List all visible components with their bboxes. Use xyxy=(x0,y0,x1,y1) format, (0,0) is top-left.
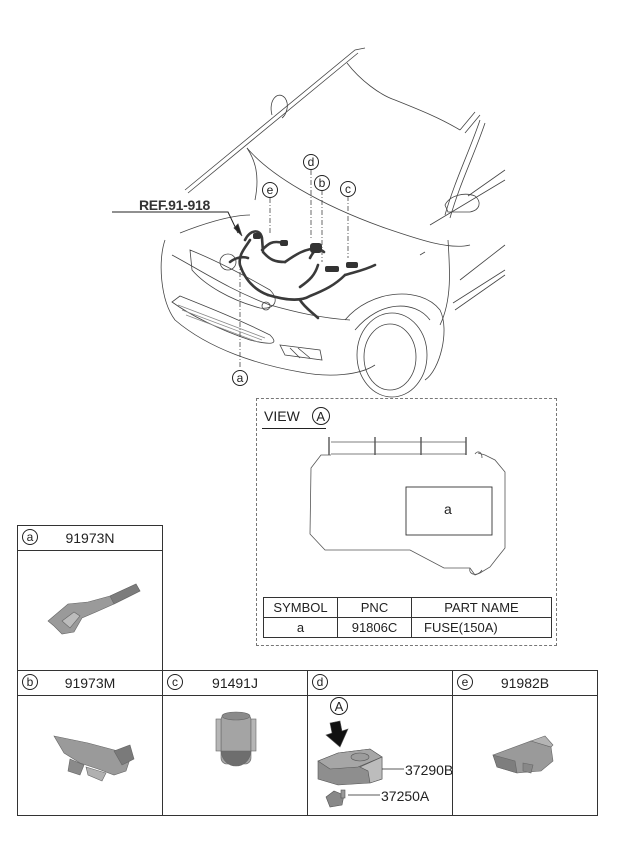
hood-outline xyxy=(246,147,471,247)
header-pnc: PNC xyxy=(337,597,412,618)
callout-c[interactable]: c xyxy=(340,181,356,197)
fog-lamp xyxy=(279,344,323,361)
front-bumper xyxy=(160,239,376,376)
part-image-connector-a xyxy=(47,583,141,635)
part-image-grommet-c xyxy=(215,711,257,767)
view-title-underline xyxy=(262,428,326,429)
part-image-fuse-box-d xyxy=(317,720,404,808)
fuse-location-box xyxy=(405,486,493,536)
table-row[interactable]: a 91806C FUSE(150A) xyxy=(263,617,552,638)
sub-part-number-37290b: 37290B xyxy=(405,762,454,778)
part-header: c 91491J xyxy=(163,671,307,696)
part-cell-d[interactable]: d A 37290B 37250A xyxy=(307,670,453,816)
cell-symbol: a xyxy=(263,617,338,638)
part-header: b 91973M xyxy=(18,671,162,696)
part-number: 91973M xyxy=(64,675,116,691)
header-part-name: PART NAME xyxy=(411,597,552,618)
header-symbol: SYMBOL xyxy=(263,597,338,618)
part-cell-c[interactable]: c 91491J xyxy=(162,670,308,816)
view-symbol-d: A xyxy=(330,697,348,715)
wheel-arch xyxy=(344,293,445,381)
view-symbol: A xyxy=(311,407,330,425)
part-symbol: d xyxy=(312,674,328,690)
front-wheel xyxy=(356,312,428,398)
callout-a[interactable]: a xyxy=(232,370,248,386)
part-symbol: b xyxy=(22,674,38,690)
left-mirror xyxy=(270,94,288,119)
part-header: d xyxy=(308,671,452,696)
windshield-line xyxy=(184,47,366,191)
callout-d[interactable]: d xyxy=(303,154,319,170)
view-arrow-icon xyxy=(325,720,349,748)
pnc-table-header: SYMBOL PNC PART NAME xyxy=(263,597,552,618)
part-image-connector-e xyxy=(492,735,554,774)
reference-label[interactable]: REF.91-918 xyxy=(139,197,210,213)
callout-e[interactable]: e xyxy=(262,182,278,198)
part-header: e 91982B xyxy=(453,671,597,696)
part-symbol: e xyxy=(457,674,473,690)
part-symbol: a xyxy=(22,529,38,545)
fuse-box-on-vehicle xyxy=(310,243,322,253)
headlamp xyxy=(189,249,276,309)
part-cell-e[interactable]: e 91982B xyxy=(452,670,598,816)
fuse-location-label: a xyxy=(444,501,452,517)
vehicle-illustration xyxy=(112,47,506,398)
part-cell-b[interactable]: b 91973M xyxy=(17,670,163,816)
part-symbol: c xyxy=(167,674,183,690)
pnc-table: SYMBOL PNC PART NAME a 91806C FUSE(150A) xyxy=(263,597,552,638)
sub-part-number-37250a: 37250A xyxy=(381,788,430,804)
part-image-bracket-b xyxy=(53,735,135,782)
callout-b[interactable]: b xyxy=(314,175,330,191)
view-title: VIEW A xyxy=(264,407,330,425)
right-mirror xyxy=(444,193,480,213)
cell-pnc: 91806C xyxy=(337,617,412,638)
part-cell-a[interactable]: a 91973N xyxy=(17,525,163,671)
view-title-text: VIEW xyxy=(264,408,300,424)
cell-part-name: FUSE(150A) xyxy=(411,617,552,638)
grille xyxy=(171,295,275,344)
ref-leader-line xyxy=(112,211,239,234)
part-header: a 91973N xyxy=(18,526,162,551)
view-a-box xyxy=(256,398,557,646)
part-number: 91491J xyxy=(212,675,258,691)
part-number: 91973N xyxy=(65,530,115,546)
part-number: 91982B xyxy=(500,675,550,691)
